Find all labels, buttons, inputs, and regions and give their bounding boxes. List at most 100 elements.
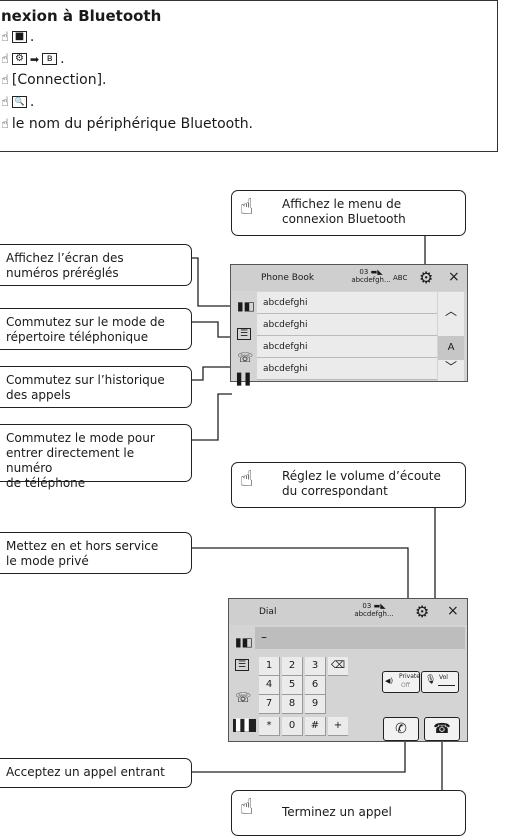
scroll-up-icon[interactable]: ︿ xyxy=(445,304,458,318)
end-call-button[interactable]: ☎ xyxy=(424,717,460,741)
callout-direct-dial: Commutez le mode pour entrer directement… xyxy=(0,424,192,490)
phonebook-row[interactable]: abcdefghi xyxy=(257,358,437,380)
volume-label: Vol xyxy=(439,674,448,681)
pointing-hand-icon: ☝ xyxy=(1,94,9,110)
step-4: ☝ 🔍 . xyxy=(1,94,34,110)
step-2-text: . xyxy=(60,51,65,67)
abc-button[interactable]: ABC xyxy=(393,274,408,282)
bluetooth-button-icon: ʙ xyxy=(42,53,58,65)
callout-phonebook: Commutez sur le mode de répertoire télép… xyxy=(0,308,192,350)
callout-direct-dial-text: Commutez le mode pour entrer directement… xyxy=(6,431,155,490)
dial-header: Dial 03 ▬◣ abcdefgh... ⚙ × xyxy=(229,599,467,625)
key-7[interactable]: 7 xyxy=(259,695,280,714)
callout-private: Mettez en et hors service le mode privé xyxy=(0,532,192,574)
dial-title: Dial xyxy=(259,607,277,617)
private-mode-button[interactable]: ◀) Private Off xyxy=(382,671,420,693)
index-letter[interactable]: A xyxy=(438,336,464,360)
close-button[interactable]: × xyxy=(447,603,459,619)
gear-icon[interactable]: ⚙ xyxy=(419,268,434,287)
close-button[interactable]: × xyxy=(448,269,460,285)
status-device-name: abcdefgh... xyxy=(354,610,394,618)
private-state: Off xyxy=(401,682,410,689)
step-5: ☝ le nom du périphérique Bluetooth. xyxy=(1,116,253,132)
number-entry-text: – xyxy=(261,630,267,644)
pointing-hand-icon: ☝ xyxy=(1,116,9,132)
microphone-icon: 🎙 xyxy=(425,675,437,685)
status-number: 03 xyxy=(359,268,369,276)
phonebook-header: Phone Book 03 ▬◣ abcdefgh... ABC ⚙ × xyxy=(231,265,467,291)
key-plus[interactable]: + xyxy=(328,717,348,736)
dial-screen: Dial 03 ▬◣ abcdefgh... ⚙ × ▮◧ ☰ ☏ ▌▌ – 1… xyxy=(228,598,468,742)
gear-icon[interactable]: ⚙ xyxy=(415,602,430,621)
speaker-icon: ◀) xyxy=(385,677,394,685)
callout-history: Commutez sur l’historique des appels xyxy=(0,366,192,408)
callout-history-text: Commutez sur l’historique des appels xyxy=(6,373,165,402)
step-2: ☝ ⚙ ➡ ʙ . xyxy=(1,51,65,67)
dial-status: 03 ▬◣ abcdefgh... xyxy=(349,602,399,618)
key-star[interactable]: * xyxy=(259,717,280,736)
phonebook-status: 03 ▬◣ abcdefgh... xyxy=(349,268,393,284)
phonebook-icon[interactable]: ☰ xyxy=(237,328,252,340)
dial-pad-icon[interactable]: ▌▌ xyxy=(237,373,254,386)
volume-button[interactable]: 🎙 Vol xyxy=(421,671,459,693)
key-6[interactable]: 6 xyxy=(305,676,326,695)
callout-accept-text: Acceptez un appel entrant xyxy=(6,765,165,779)
call-history-icon[interactable]: ☏ xyxy=(235,691,252,706)
callout-bluetooth-menu-text: Affichez le menu de connexion Bluetooth xyxy=(282,197,406,226)
step-3: ☝ [Connection]. xyxy=(1,72,107,88)
callout-preset: Affichez l’écran des numéros préréglés xyxy=(0,244,192,286)
volume-bar xyxy=(438,685,455,686)
key-3[interactable]: 3 xyxy=(305,657,326,676)
accept-call-button[interactable]: ✆ xyxy=(383,717,419,741)
phonebook-row[interactable]: abcdefghi xyxy=(257,336,437,358)
pointing-hand-icon: ☝ xyxy=(240,195,254,220)
phone-pickup-icon: ✆ xyxy=(395,721,407,737)
key-9[interactable]: 9 xyxy=(305,695,326,714)
key-8[interactable]: 8 xyxy=(282,695,303,714)
preset-icon[interactable]: ▮◧ xyxy=(237,299,255,313)
arrow-icon: ➡ xyxy=(29,52,40,66)
preset-icon[interactable]: ▮◧ xyxy=(235,635,253,649)
status-device-name: abcdefgh... xyxy=(351,276,391,284)
step-3-text: [Connection]. xyxy=(11,72,107,88)
key-5[interactable]: 5 xyxy=(282,676,303,695)
phone-hangup-icon: ☎ xyxy=(433,721,451,737)
callout-end-call-text: Terminez un appel xyxy=(282,805,392,819)
callout-preset-text: Affichez l’écran des numéros préréglés xyxy=(6,251,124,280)
status-number: 03 xyxy=(362,602,372,610)
search-button-icon: 🔍 xyxy=(11,96,27,108)
phonebook-icon[interactable]: ☰ xyxy=(235,659,250,671)
callout-volume: ☝ Réglez le volume d’écoute du correspon… xyxy=(231,462,466,508)
scroll-column: ︿ A ﹀ xyxy=(438,292,464,381)
key-hash[interactable]: # xyxy=(305,717,326,736)
phonebook-row[interactable]: abcdefghi xyxy=(257,292,437,314)
callout-private-text: Mettez en et hors service le mode privé xyxy=(6,539,159,568)
callout-volume-text: Réglez le volume d’écoute du corresponda… xyxy=(282,469,441,498)
backspace-button[interactable]: ⌫ xyxy=(328,657,348,676)
pointing-hand-icon: ☝ xyxy=(240,467,254,492)
instruction-title: nexion à Bluetooth xyxy=(1,7,162,25)
phonebook-title: Phone Book xyxy=(261,273,315,283)
key-1[interactable]: 1 xyxy=(259,657,280,676)
stop-button-icon: ■ xyxy=(11,31,27,43)
callout-end-call: ☝ Terminez un appel xyxy=(231,790,466,836)
step-1-text: . xyxy=(29,29,35,45)
phonebook-screen: Phone Book 03 ▬◣ abcdefgh... ABC ⚙ × ▮◧ … xyxy=(230,264,468,386)
pointing-hand-icon: ☝ xyxy=(1,72,9,88)
phonebook-row[interactable]: abcdefghi xyxy=(257,314,437,336)
pointing-hand-icon: ☝ xyxy=(240,795,254,820)
callout-accept: Acceptez un appel entrant xyxy=(0,758,192,788)
number-entry[interactable]: – xyxy=(255,627,465,649)
private-label: Private xyxy=(399,673,420,680)
key-0[interactable]: 0 xyxy=(282,717,303,736)
step-5-text: le nom du périphérique Bluetooth. xyxy=(11,116,254,132)
step-1: ☝ ■ . xyxy=(1,29,34,45)
callout-phonebook-text: Commutez sur le mode de répertoire télép… xyxy=(6,315,165,344)
instruction-box: nexion à Bluetooth ☝ ■ . ☝ ⚙ ➡ ʙ . ☝ [Co… xyxy=(0,0,498,152)
battery-signal-icon: ▬◣ xyxy=(370,268,383,276)
scroll-down-icon[interactable]: ﹀ xyxy=(445,360,458,374)
key-4[interactable]: 4 xyxy=(259,676,280,695)
call-history-icon[interactable]: ☏ xyxy=(237,351,254,366)
key-2[interactable]: 2 xyxy=(282,657,303,676)
dial-pad-icon[interactable]: ▌▌ xyxy=(233,719,256,732)
